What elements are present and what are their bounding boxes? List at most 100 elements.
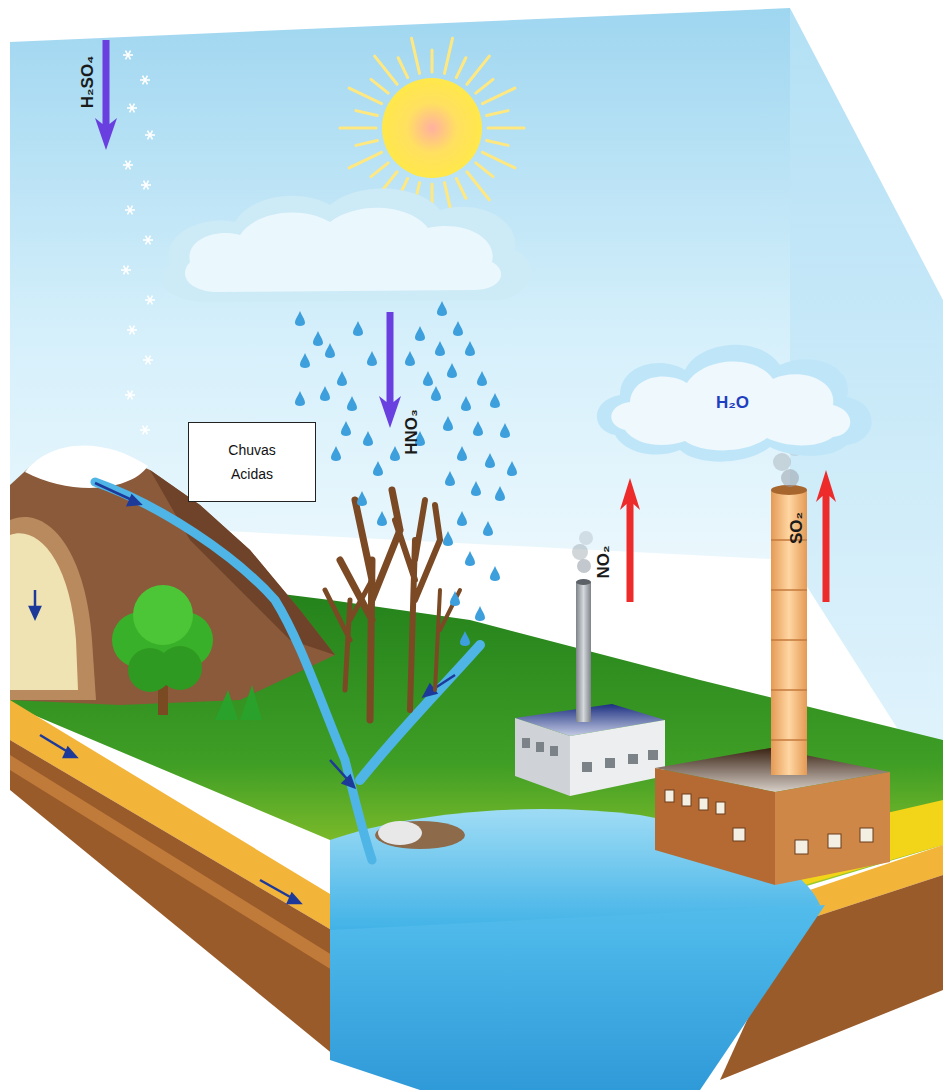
rain-drops-part [445, 471, 455, 486]
flow-arrows [30, 483, 455, 903]
lake-part [378, 821, 422, 845]
rain-drops-part [437, 301, 447, 316]
small-factory-part-part [648, 750, 658, 760]
flow-arrows-part [128, 496, 140, 505]
dead-trees [325, 490, 460, 720]
smoke-part [773, 453, 791, 471]
rain-drops-part [435, 341, 445, 356]
sun-part [456, 178, 466, 198]
snowflakes-part [128, 206, 133, 215]
rivers-part [360, 645, 480, 780]
sun-part [482, 152, 514, 168]
gas-formula: NO₂ [594, 545, 614, 578]
rain-drops-part [461, 396, 471, 411]
dead-trees-part [395, 500, 440, 710]
big-factory-part-part [699, 798, 708, 810]
rain-drops-part [320, 386, 330, 401]
snowflakes-part [143, 426, 148, 435]
big-factory-part-part [771, 589, 807, 591]
big-factory-part-part [733, 828, 745, 841]
flux-arrows [95, 40, 836, 602]
small-factory-part-part [628, 754, 638, 764]
snowflakes-part [128, 391, 133, 400]
rain-drops-part [390, 446, 400, 461]
rain-drops-part [415, 326, 425, 341]
soil-section-part [10, 740, 340, 1060]
rivers [95, 482, 480, 860]
big-factory-part-part [771, 739, 807, 741]
rain-drops-part [331, 446, 341, 461]
rain-drops-part [457, 446, 467, 461]
dead-trees-part [325, 580, 372, 690]
big-factory-part [775, 772, 890, 885]
dead-trees-part [435, 590, 460, 690]
big-factory-part-part [682, 794, 691, 806]
cloud-shape-part [611, 361, 850, 450]
rain-drops-part [357, 491, 367, 506]
flux-arrows-part [816, 470, 836, 602]
big-factory [655, 485, 890, 885]
sun-part [487, 140, 508, 145]
flow-arrows-part [40, 735, 68, 752]
snowflakes-part [124, 266, 129, 275]
snowflakes-part [143, 76, 148, 85]
sun-part [482, 88, 514, 104]
gas-formula: SO₂ [787, 512, 807, 544]
small-factory [515, 579, 665, 796]
flow-arrows-part [343, 776, 354, 787]
small-factory-part-part [582, 762, 592, 772]
rain-drops-part [490, 393, 500, 408]
big-factory-part-part [860, 828, 873, 842]
big-factory-part-part [828, 834, 841, 848]
flux-arrows-part [620, 478, 640, 602]
rain-drops-part [325, 343, 335, 358]
sun-part [476, 79, 493, 93]
sun-part [456, 58, 466, 78]
rain-drops-part [495, 486, 505, 501]
rain-drops-part [295, 391, 305, 406]
rain-drops-part [483, 521, 493, 536]
snowflakes-part [130, 104, 135, 113]
smoke-part [577, 559, 591, 573]
rain-drops-part [423, 371, 433, 386]
snowflakes-part [128, 391, 133, 400]
sun-part [488, 127, 524, 130]
rain-drops-part [477, 371, 487, 386]
small-factory-part [570, 720, 665, 796]
snowflakes [121, 51, 155, 435]
flow-arrows-part [260, 880, 292, 898]
sun-part [340, 127, 376, 130]
sun-part [467, 56, 489, 84]
small-factory-part-part [522, 738, 530, 748]
sun-part [487, 111, 508, 116]
rain-drops-part [431, 386, 441, 401]
smoke-part [572, 544, 588, 560]
rivers-part [95, 482, 372, 860]
small-factory-part [515, 718, 570, 796]
vapor-cloud: H₂O [585, 335, 880, 470]
snowflakes-part [146, 356, 151, 365]
big-factory-part-part [716, 802, 725, 814]
flux-arrows-part [379, 312, 401, 428]
small-factory-part-part [605, 758, 615, 768]
snowflakes-part [148, 296, 153, 305]
flow-arrows-part [288, 894, 300, 903]
snowflakes-part [144, 181, 149, 190]
rain-drops-part [443, 416, 453, 431]
big-factory-part [771, 490, 807, 775]
rain-drops-part [453, 321, 463, 336]
rain-drops-part [465, 341, 475, 356]
snowflakes-part [130, 326, 135, 335]
sun-part [382, 78, 482, 178]
snowflakes-part [146, 236, 151, 245]
snowflakes-part [126, 51, 131, 60]
sun-part [356, 140, 377, 145]
green-tree-part [133, 585, 193, 645]
rain-drops-part [373, 461, 383, 476]
sun-part [476, 163, 493, 177]
snowflakes-part [143, 76, 148, 85]
green-tree-part [215, 685, 262, 720]
sun-part [375, 56, 397, 84]
